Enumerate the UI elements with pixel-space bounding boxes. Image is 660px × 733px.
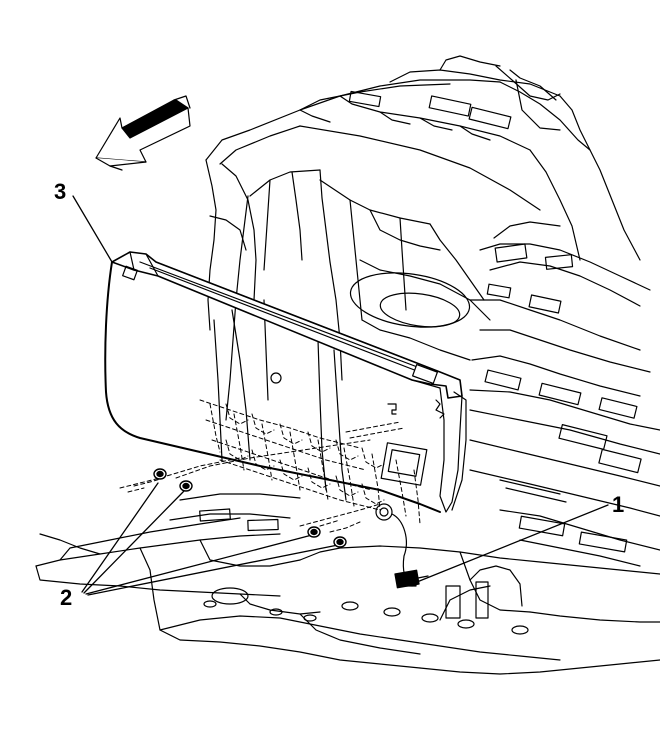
retainer-1 — [154, 469, 166, 479]
forward-direction-arrow-icon — [96, 96, 190, 170]
hidden-lines — [120, 400, 420, 532]
vehicle-body-structure — [206, 56, 660, 516]
electrical-connector — [395, 570, 428, 588]
callout-1-connector: 1 — [612, 492, 625, 517]
panel-retainers — [154, 469, 346, 547]
callout-2-retainers: 2 — [60, 585, 73, 610]
retainer-2 — [180, 481, 192, 491]
callout-3-seat-back-panel: 3 — [54, 179, 67, 204]
retainer-4 — [334, 537, 346, 547]
floor-pan — [36, 494, 660, 674]
rear-seat-back-panel — [105, 252, 466, 586]
retainer-3 — [308, 527, 320, 537]
rear-seat-frame — [214, 300, 346, 500]
